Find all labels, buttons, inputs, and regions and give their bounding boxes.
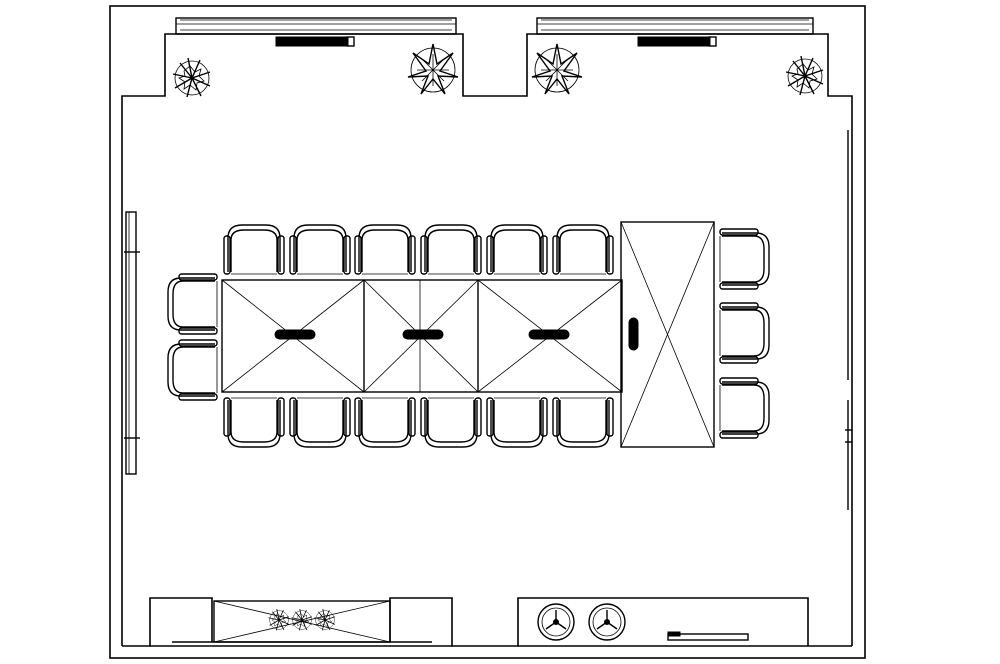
stool-icon [537, 603, 575, 641]
table-outlet-icon [274, 329, 316, 340]
chair-icon [719, 302, 770, 364]
chair-icon [719, 228, 770, 290]
chair-icon [552, 397, 614, 448]
chair-icon [167, 339, 218, 401]
chair-icon [420, 224, 482, 275]
right-wall-panel [845, 130, 852, 510]
stool-icon [588, 603, 626, 641]
left-wall-cabinet [124, 211, 140, 475]
planter-plant-icon [314, 608, 336, 631]
table-outlet-icon [402, 329, 444, 340]
chair-icon [289, 224, 351, 275]
spiky-plant-icon [531, 43, 583, 95]
chair-icon [486, 397, 548, 448]
chair-icon [289, 397, 351, 448]
chair-icon [354, 224, 416, 275]
potted-plant-icon [785, 55, 824, 96]
chair-icon [223, 397, 285, 448]
table-outlet-icon [628, 317, 639, 351]
end-table [620, 221, 715, 448]
window-unit-right [536, 17, 814, 47]
chair-icon [420, 397, 482, 448]
chair-icon [719, 377, 770, 439]
window-unit-left [175, 17, 457, 47]
chair-icon [486, 224, 548, 275]
conference-table [221, 279, 623, 393]
room-walls [109, 5, 866, 659]
chair-icon [552, 224, 614, 275]
floor-grille [667, 631, 749, 641]
spiky-plant-icon [407, 43, 459, 95]
potted-plant-icon [172, 57, 211, 98]
table-outlet-icon [528, 329, 570, 340]
chair-icon [223, 224, 285, 275]
chair-icon [167, 273, 218, 335]
chair-icon [354, 397, 416, 448]
